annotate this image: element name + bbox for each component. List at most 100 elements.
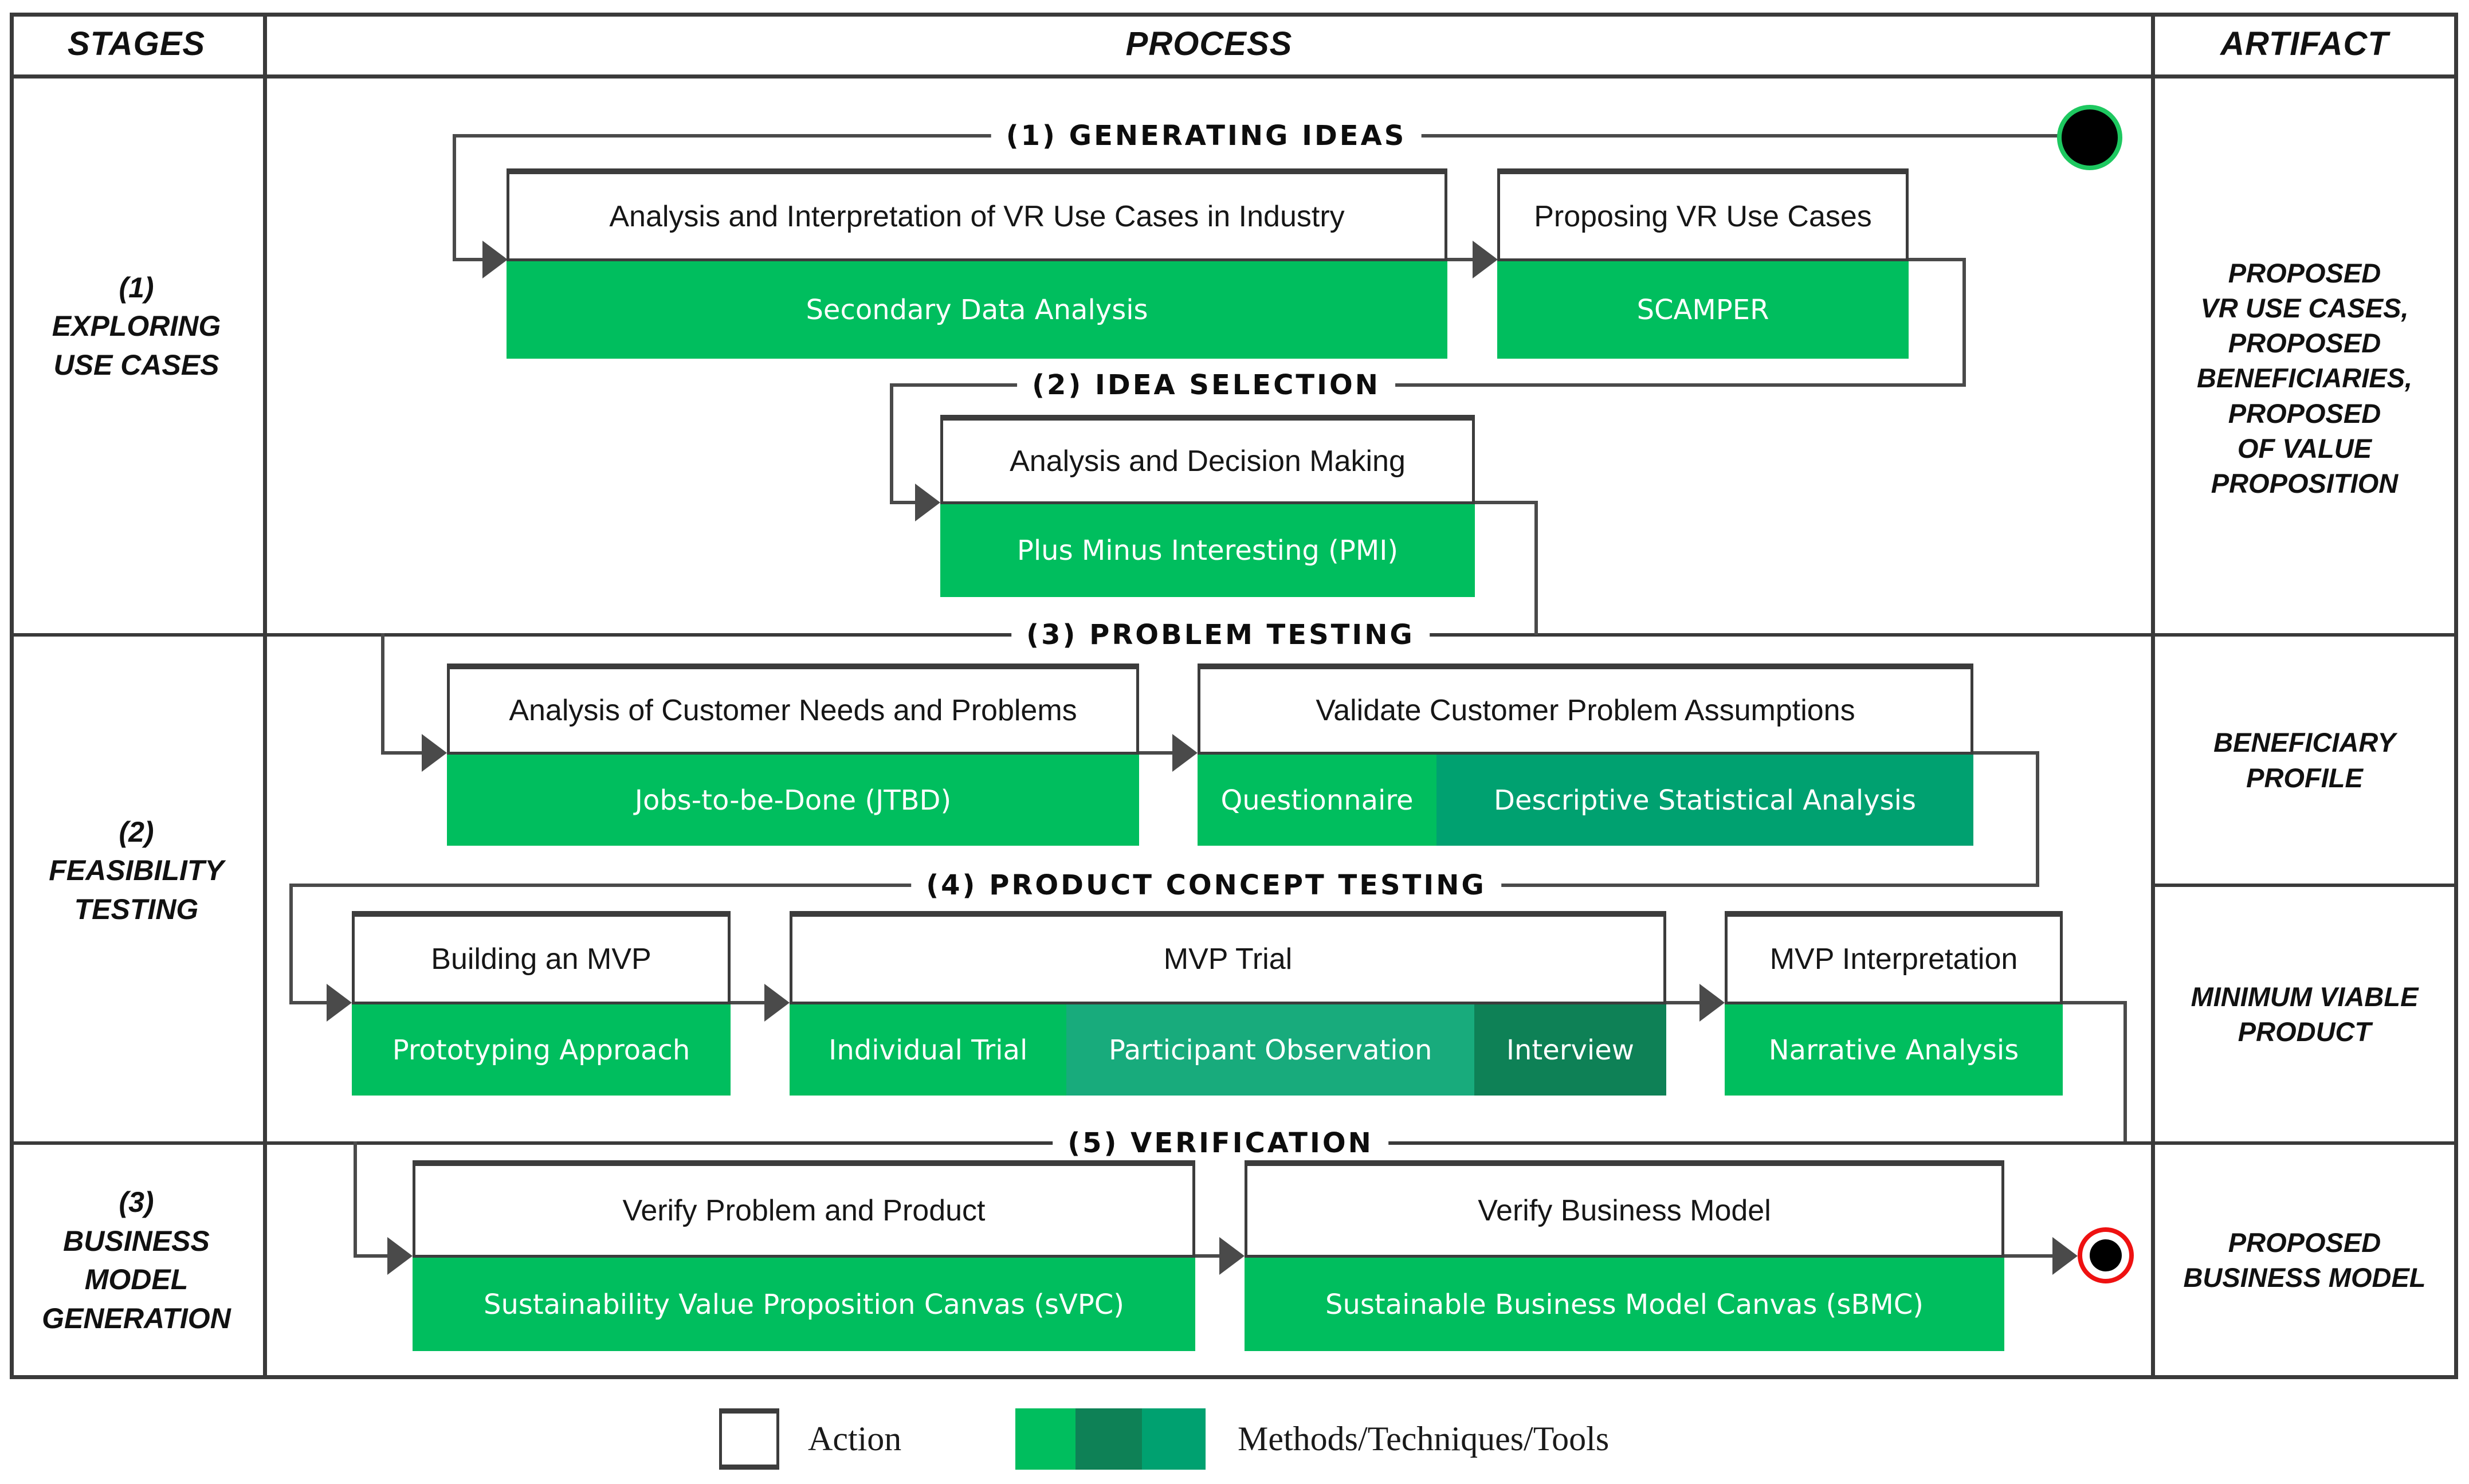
phase-label-idea-selection: (2) IDEA SELECTION: [1017, 368, 1395, 402]
stage-business-model-generation: (3) BUSINESS MODEL GENERATION: [42, 1186, 231, 1334]
legend-methods-label: Methods/Techniques/Tools: [1238, 1420, 1610, 1458]
table-border-top: [10, 13, 2458, 17]
arrow-icon: [1219, 1237, 1245, 1275]
legend-swatch-bright: [1015, 1408, 1075, 1470]
action-label: Proposing VR Use Cases: [1534, 199, 1872, 233]
header-divider: [10, 74, 2458, 78]
flow-box-mvp-trial: MVP Trial Individual Trial Participant O…: [790, 911, 1666, 1096]
arrow-icon: [764, 984, 790, 1022]
action-box: MVP Interpretation: [1725, 911, 2063, 1004]
arrow-icon: [387, 1237, 413, 1275]
action-label: Analysis of Customer Needs and Problems: [509, 694, 1077, 727]
arrow-icon: [1699, 984, 1725, 1022]
flow-box-validate-assumptions: Validate Customer Problem Assumptions Qu…: [1198, 664, 1973, 846]
phase-label-verification: (5) VERIFICATION: [1053, 1126, 1388, 1160]
connector-line: [890, 383, 893, 504]
artifact-minimum-viable-product: MINIMUM VIABLE PRODUCT: [2191, 981, 2419, 1047]
action-box: Verify Problem and Product: [413, 1160, 1195, 1258]
connector-line: [1909, 258, 1966, 261]
action-box: Analysis and Decision Making: [940, 415, 1475, 504]
header-stages: STAGES: [67, 25, 206, 62]
flow-box-verify-business-model: Verify Business Model Sustainable Busine…: [1245, 1160, 2004, 1351]
connector-line: [1475, 501, 1538, 504]
method-segment: Interview: [1474, 1004, 1666, 1096]
connector-line: [2063, 1001, 2127, 1004]
table-border-bottom: [10, 1375, 2458, 1379]
action-label: Building an MVP: [431, 943, 651, 976]
stage-feasibility-testing: (2) FEASIBILITY TESTING: [49, 815, 224, 925]
method-segment: Narrative Analysis: [1725, 1004, 2063, 1096]
connector-line: [1139, 751, 1173, 755]
phase-label-problem-testing: (3) PROBLEM TESTING: [1011, 618, 1430, 652]
flow-box-customer-needs: Analysis of Customer Needs and Problems …: [447, 664, 1139, 846]
col-divider-stages: [263, 13, 267, 1379]
connector-line: [453, 258, 485, 261]
connector-line: [2004, 1254, 2054, 1258]
col-divider-artifact: [2151, 13, 2155, 1379]
stage-exploring-use-cases: (1) EXPLORING USE CASES: [52, 271, 221, 381]
connector-line: [381, 751, 422, 755]
connector-line: [1195, 1254, 1220, 1258]
action-box: Analysis and Interpretation of VR Use Ca…: [507, 168, 1447, 261]
end-node-core: [2090, 1239, 2122, 1271]
artifact-proposed-business-model: PROPOSED BUSINESS MODEL: [2183, 1227, 2426, 1293]
artifact-beneficiary-profile: BENEFICIARY PROFILE: [2213, 727, 2396, 793]
action-label: Analysis and Decision Making: [1010, 444, 1406, 478]
artifact-divider: [2151, 884, 2458, 887]
method-segment: Participant Observation: [1066, 1004, 1474, 1096]
action-box: Verify Business Model: [1245, 1160, 2004, 1258]
arrow-icon: [915, 484, 940, 521]
method-segment: Individual Trial: [790, 1004, 1067, 1096]
action-label: MVP Trial: [1163, 943, 1293, 976]
action-label: Validate Customer Problem Assumptions: [1316, 694, 1855, 727]
flow-box-analysis-interpretation: Analysis and Interpretation of VR Use Ca…: [507, 168, 1447, 359]
flow-box-verify-problem-product: Verify Problem and Product Sustainabilit…: [413, 1160, 1195, 1351]
legend-action-swatch: [719, 1408, 779, 1470]
arrow-icon: [2052, 1237, 2078, 1275]
connector-line: [289, 1001, 327, 1004]
legend-swatch-dark: [1075, 1408, 1142, 1470]
artifact-proposed-vr-use-cases: PROPOSED VR USE CASES, PROPOSED BENEFICI…: [2196, 258, 2413, 498]
action-box: Building an MVP: [352, 911, 731, 1004]
legend-swatch-medium: [1142, 1408, 1206, 1470]
connector-line: [731, 1001, 766, 1004]
flow-box-mvp-interpretation: MVP Interpretation Narrative Analysis: [1725, 911, 2063, 1096]
arrow-icon: [482, 241, 508, 278]
table-border-left: [10, 13, 14, 1379]
connector-line: [354, 1254, 388, 1258]
connector-line: [2123, 1001, 2127, 1141]
flow-box-proposing-vr-use-cases: Proposing VR Use Cases SCAMPER: [1497, 168, 1909, 359]
connector-line: [890, 383, 1966, 387]
method-segment: Sustainable Business Model Canvas (sBMC): [1245, 1258, 2004, 1351]
flow-box-building-mvp: Building an MVP Prototyping Approach: [352, 911, 731, 1096]
connector-line: [1973, 751, 2039, 755]
connector-line: [354, 1141, 357, 1256]
connector-line: [2036, 751, 2039, 885]
action-box: Validate Customer Problem Assumptions: [1198, 664, 1973, 755]
action-label: MVP Interpretation: [1769, 943, 2018, 976]
connector-line: [1534, 501, 1538, 635]
legend-methods-swatch: [1015, 1408, 1206, 1470]
method-segment: Sustainability Value Proposition Canvas …: [413, 1258, 1195, 1351]
phase-label-generating-ideas: (1) GENERATING IDEAS: [991, 119, 1422, 153]
start-node-icon: [2057, 105, 2122, 170]
method-segment: Questionnaire: [1198, 755, 1437, 846]
arrow-icon: [327, 984, 352, 1022]
connector-line: [1447, 258, 1475, 261]
header-artifact: ARTIFACT: [2220, 25, 2389, 62]
method-segment: Descriptive Statistical Analysis: [1436, 755, 1973, 846]
arrow-icon: [1473, 241, 1498, 278]
action-box: MVP Trial: [790, 911, 1666, 1004]
connector-line: [890, 501, 916, 504]
table-border-right: [2454, 13, 2458, 1379]
method-segment: Prototyping Approach: [352, 1004, 731, 1096]
arrow-icon: [422, 734, 447, 772]
method-segment: SCAMPER: [1497, 261, 1909, 359]
connector-line: [289, 884, 293, 1004]
method-segment: Jobs-to-be-Done (JTBD): [447, 755, 1139, 846]
end-node-icon: [2078, 1227, 2134, 1283]
phase-label-product-concept-testing: (4) PRODUCT CONCEPT TESTING: [911, 868, 1501, 902]
connector-line: [381, 633, 384, 755]
action-label: Verify Business Model: [1478, 1194, 1771, 1227]
